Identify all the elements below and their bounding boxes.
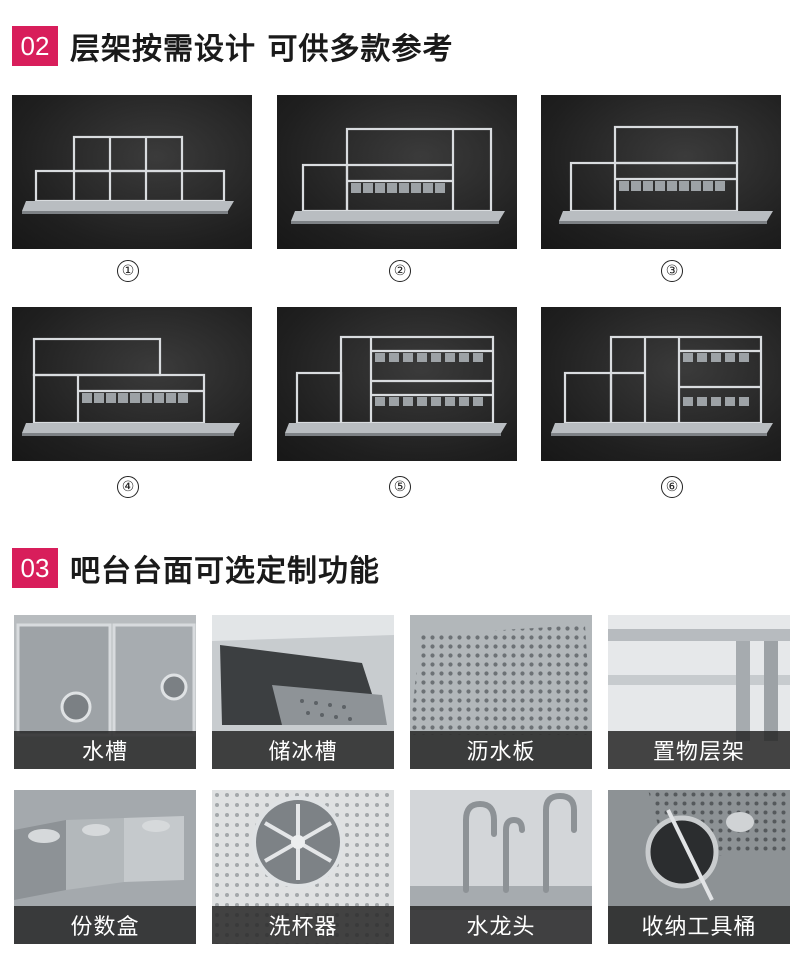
option-number-6: ⑥: [661, 476, 683, 498]
feature-label: 水槽: [14, 731, 196, 769]
rack-option-1-image[interactable]: [12, 95, 252, 249]
option-number-4: ④: [117, 476, 139, 498]
shelf-rack-1-illustration: [22, 135, 234, 214]
feature-label: 份数盒: [14, 906, 196, 944]
feature-storage-shelf-card[interactable]: 置物层架: [608, 615, 790, 769]
section-number-badge: 02: [12, 26, 58, 66]
option-number-2: ②: [389, 260, 411, 282]
feature-drain-board-card[interactable]: 沥水板: [410, 615, 592, 769]
feature-cup-washer-card[interactable]: 洗杯器: [212, 790, 394, 944]
option-number-3: ③: [661, 260, 683, 282]
shelf-rack-6-illustration: [551, 335, 773, 436]
rack-option-3-image[interactable]: [541, 95, 781, 249]
shelf-rack-2-illustration: [291, 127, 505, 224]
feature-label: 收纳工具桶: [608, 906, 790, 944]
rack-option-2-image[interactable]: [277, 95, 517, 249]
section-title: 吧台台面可选定制功能: [70, 554, 380, 589]
section-number-badge: 03: [12, 548, 58, 588]
section-title: 层架按需设计 可供多款参考: [70, 32, 454, 67]
feature-label: 水龙头: [410, 906, 592, 944]
feature-label: 储冰槽: [212, 731, 394, 769]
option-number-5: ⑤: [389, 476, 411, 498]
rack-option-5-image[interactable]: [277, 307, 517, 461]
feature-faucet-card[interactable]: 水龙头: [410, 790, 592, 944]
section-02-header: 02 层架按需设计 可供多款参考: [12, 26, 454, 67]
rack-option-4-image[interactable]: [12, 307, 252, 461]
shelf-rack-5-illustration: [285, 335, 507, 436]
feature-sink-card[interactable]: 水槽: [14, 615, 196, 769]
feature-label: 洗杯器: [212, 906, 394, 944]
shelf-rack-3-illustration: [559, 125, 773, 224]
rack-option-6-image[interactable]: [541, 307, 781, 461]
feature-ice-bin-card[interactable]: 储冰槽: [212, 615, 394, 769]
option-number-1: ①: [117, 260, 139, 282]
feature-tool-bucket-card[interactable]: 收纳工具桶: [608, 790, 790, 944]
section-03-header: 03 吧台台面可选定制功能: [12, 548, 380, 589]
feature-label: 置物层架: [608, 731, 790, 769]
feature-label: 沥水板: [410, 731, 592, 769]
feature-portion-box-card[interactable]: 份数盒: [14, 790, 196, 944]
shelf-rack-4-illustration: [22, 337, 240, 436]
